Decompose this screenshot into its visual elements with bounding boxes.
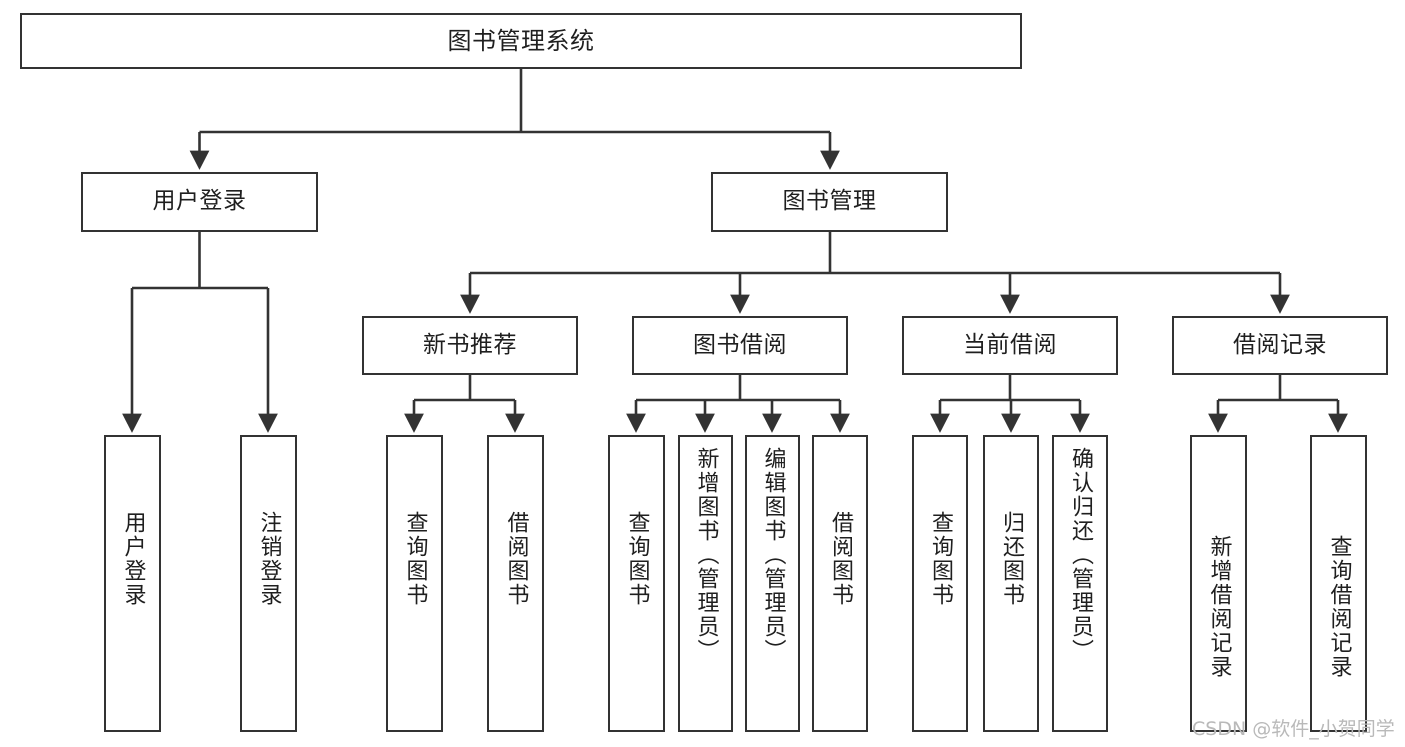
node-label: 查询借阅记录 bbox=[1326, 535, 1352, 679]
node-current-borrow[interactable]: 当前借阅 bbox=[902, 316, 1118, 375]
node-leaf-logout[interactable]: 注销登录 bbox=[240, 435, 297, 732]
node-label: 查询图书 bbox=[624, 511, 650, 607]
node-label: 注销登录 bbox=[256, 511, 282, 607]
node-leaf-confirm-return-admin[interactable]: 确认归还（管理员） bbox=[1052, 435, 1108, 732]
node-label: 图书管理系统 bbox=[447, 26, 595, 55]
node-label: 查询图书 bbox=[928, 511, 953, 607]
node-label: 归还图书 bbox=[999, 511, 1024, 607]
node-label: 图书管理 bbox=[782, 188, 877, 215]
node-label: 新书推荐 bbox=[423, 331, 517, 358]
node-new-book-recommend[interactable]: 新书推荐 bbox=[362, 316, 578, 375]
node-user-login[interactable]: 用户登录 bbox=[81, 172, 318, 232]
node-leaf-user-login[interactable]: 用户登录 bbox=[104, 435, 161, 732]
node-label: 借阅图书 bbox=[503, 511, 529, 607]
node-leaf-query-book-1[interactable]: 查询图书 bbox=[386, 435, 443, 732]
node-label: 图书借阅 bbox=[693, 331, 787, 358]
node-label: 查询图书 bbox=[402, 511, 428, 607]
node-leaf-edit-book-admin[interactable]: 编辑图书（管理员） bbox=[745, 435, 800, 732]
node-leaf-query-borrow-record[interactable]: 查询借阅记录 bbox=[1310, 435, 1367, 732]
node-borrow-record[interactable]: 借阅记录 bbox=[1172, 316, 1388, 375]
node-label: 确认归还（管理员） bbox=[1068, 447, 1093, 663]
node-leaf-borrow-book-2[interactable]: 借阅图书 bbox=[812, 435, 868, 732]
node-label: 用户登录 bbox=[120, 511, 146, 607]
csdn-watermark: CSDN @软件_小贺同学 bbox=[1192, 718, 1395, 740]
node-leaf-query-book-2[interactable]: 查询图书 bbox=[608, 435, 665, 732]
node-label: 新增借阅记录 bbox=[1206, 535, 1232, 679]
node-book-management[interactable]: 图书管理 bbox=[711, 172, 948, 232]
node-label: 借阅记录 bbox=[1233, 331, 1327, 358]
node-leaf-return-book[interactable]: 归还图书 bbox=[983, 435, 1039, 732]
node-label: 用户登录 bbox=[152, 188, 247, 215]
node-leaf-add-borrow-record[interactable]: 新增借阅记录 bbox=[1190, 435, 1247, 732]
node-leaf-add-book-admin[interactable]: 新增图书（管理员） bbox=[678, 435, 733, 732]
node-label: 借阅图书 bbox=[828, 511, 853, 607]
node-leaf-query-book-3[interactable]: 查询图书 bbox=[912, 435, 968, 732]
node-root-book-management-system[interactable]: 图书管理系统 bbox=[20, 13, 1022, 69]
node-label: 新增图书（管理员） bbox=[693, 447, 719, 663]
node-label: 当前借阅 bbox=[963, 331, 1057, 358]
node-label: 编辑图书（管理员） bbox=[760, 447, 786, 663]
node-book-borrow[interactable]: 图书借阅 bbox=[632, 316, 848, 375]
node-leaf-borrow-book-1[interactable]: 借阅图书 bbox=[487, 435, 544, 732]
